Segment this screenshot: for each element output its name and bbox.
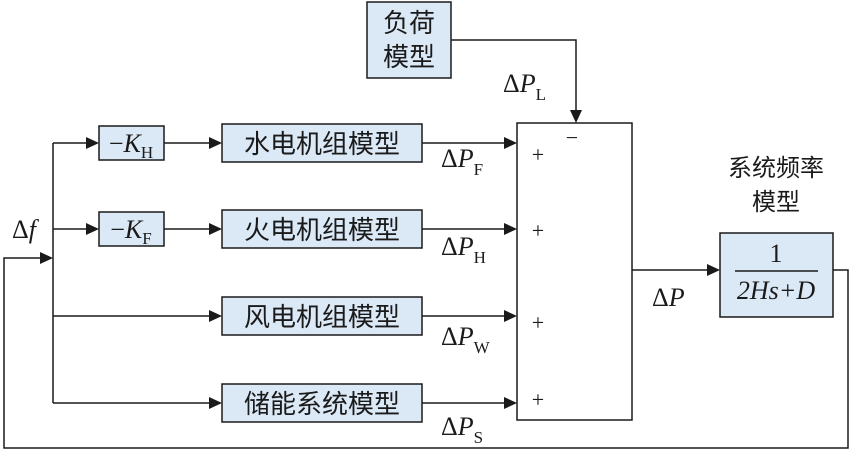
sum-sign-thermal: + bbox=[532, 218, 544, 243]
delta-pw-label: ΔPW bbox=[441, 322, 491, 357]
sum-sign-hydro: + bbox=[532, 142, 544, 167]
wind-output-arrow bbox=[504, 310, 517, 322]
delta-pf-label: ΔPF bbox=[441, 144, 483, 179]
hydro-gain-label: −KH bbox=[109, 129, 153, 162]
delta-ps-label: ΔPS bbox=[441, 412, 483, 447]
hydro-model-label: 水电机组模型 bbox=[244, 130, 400, 160]
load-model-block bbox=[366, 1, 452, 79]
hydro-gain-arrow bbox=[86, 137, 99, 149]
feedback-arrow bbox=[40, 252, 53, 264]
thermal-output-arrow bbox=[504, 223, 517, 235]
load-model-label-line2: 模型 bbox=[383, 43, 435, 73]
sum-sign-storage: + bbox=[532, 387, 544, 412]
hydro-model-arrow bbox=[209, 137, 222, 149]
storage-model-block bbox=[221, 383, 423, 423]
hydro-gain-block bbox=[98, 125, 165, 161]
thermal-gain-arrow bbox=[86, 223, 99, 235]
feedback-wire bbox=[3, 257, 849, 449]
load-model-label-line1: 负荷 bbox=[383, 9, 435, 39]
freq-model-title-line1: 系统频率 bbox=[728, 154, 824, 182]
hydro-output-arrow bbox=[504, 137, 517, 149]
load-arrow bbox=[570, 110, 582, 123]
thermal-gain-block bbox=[98, 211, 165, 247]
delta-p-label: ΔP bbox=[652, 283, 685, 312]
sum-sign-load: − bbox=[566, 125, 578, 150]
thermal-model-arrow bbox=[209, 223, 222, 235]
delta-pl-label: ΔPL bbox=[503, 69, 546, 104]
wind-model-label: 风电机组模型 bbox=[244, 303, 400, 333]
freq-model-block bbox=[719, 232, 834, 318]
freq-model-denominator: 2Hs+D bbox=[737, 276, 815, 305]
hydro-model-block bbox=[221, 123, 423, 163]
storage-output-arrow bbox=[504, 397, 517, 409]
delta-f-label: Δf bbox=[12, 215, 40, 244]
thermal-gain-label: −KF bbox=[110, 215, 151, 248]
wind-model-arrow bbox=[209, 310, 222, 322]
storage-model-arrow bbox=[209, 397, 222, 409]
sum-sign-wind: + bbox=[532, 310, 544, 335]
sum-output-arrow bbox=[707, 264, 720, 276]
storage-model-label: 储能系统模型 bbox=[244, 390, 400, 420]
wind-model-block bbox=[221, 296, 423, 336]
thermal-model-label: 火电机组模型 bbox=[244, 216, 400, 246]
thermal-model-block bbox=[221, 209, 423, 249]
freq-model-numerator: 1 bbox=[770, 239, 783, 268]
summing-junction bbox=[516, 122, 633, 421]
delta-ph-label: ΔPH bbox=[441, 232, 486, 267]
freq-model-title-line2: 模型 bbox=[752, 188, 800, 216]
load-wire bbox=[451, 39, 577, 110]
